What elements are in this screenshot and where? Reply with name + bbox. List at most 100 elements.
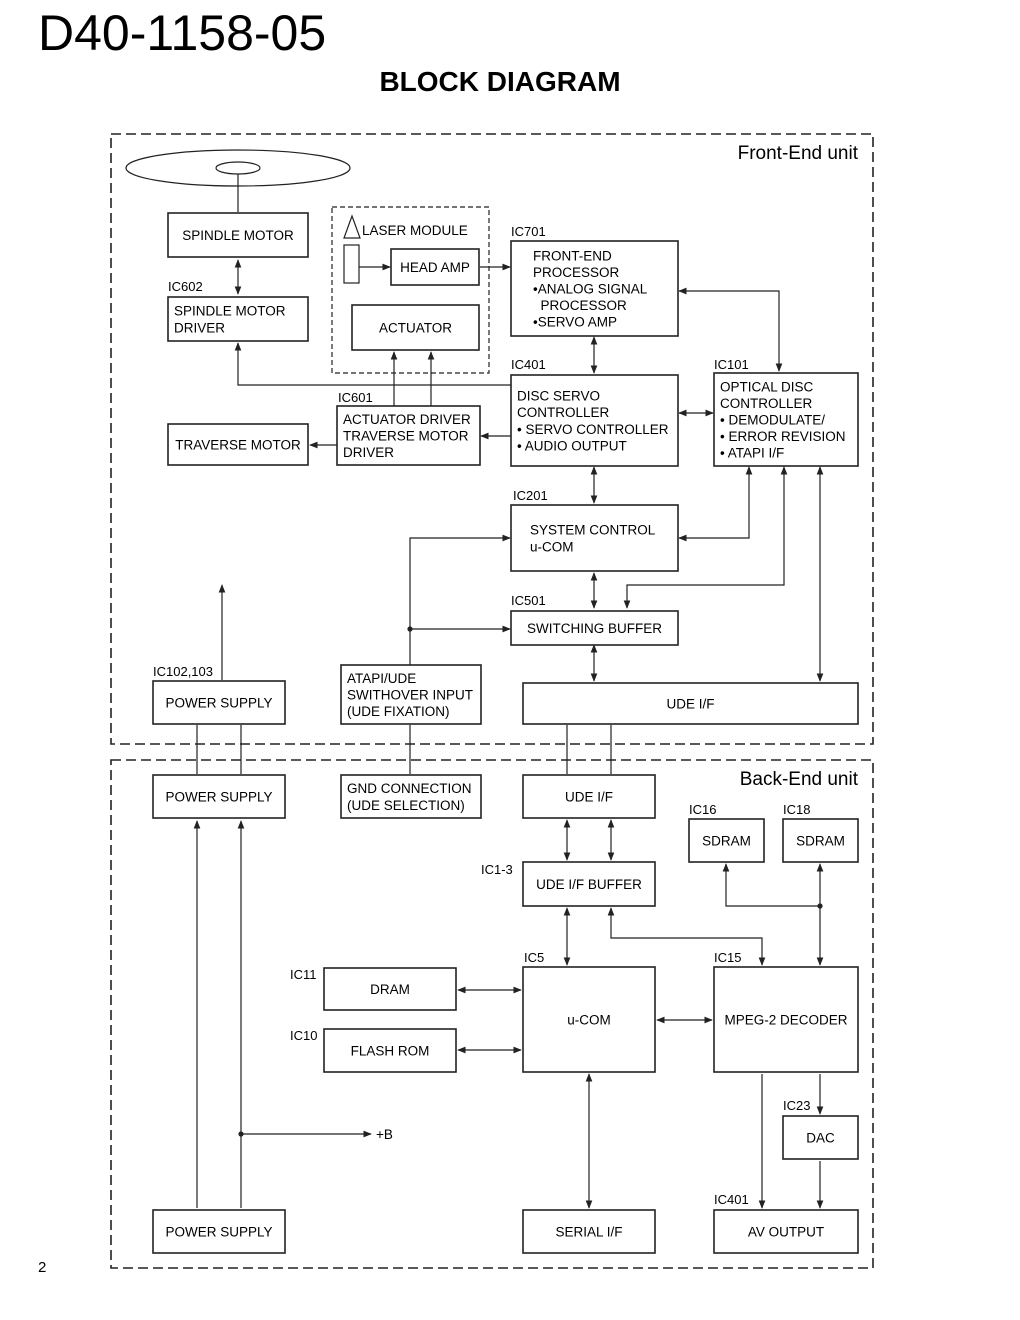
block-frame (522, 966, 656, 1073)
block-text: PROCESSOR (533, 265, 620, 280)
ic-label-ic16: IC16 (689, 802, 716, 817)
block-text: POWER SUPPLY (165, 696, 272, 711)
block-text: UDE I/F (666, 697, 714, 712)
ic-label-ic11: IC11 (290, 967, 317, 982)
block-frame (390, 248, 480, 286)
back-end-unit-label: Back-End unit (740, 769, 859, 790)
ic-label-ic101: IC101 (714, 357, 749, 372)
ic-label-ic401-be: IC401 (714, 1192, 749, 1207)
block-text: SDRAM (702, 834, 751, 849)
block-frame (340, 664, 482, 725)
block-text: UDE I/F (565, 790, 613, 805)
block-text: (UDE SELECTION) (347, 798, 465, 813)
block-text: SWITCHING BUFFER (527, 621, 662, 636)
block-frame (167, 212, 309, 258)
block-text: u-COM (530, 539, 574, 554)
block-text: • SERVO CONTROLLER (517, 422, 669, 437)
block-frame (522, 861, 656, 907)
block-ude-if-fe: UDE I/F (522, 682, 859, 725)
block-text: ACTUATOR DRIVER (343, 412, 471, 427)
block-text: POWER SUPPLY (165, 790, 272, 805)
block-head-amp: HEAD AMP (390, 248, 480, 286)
block-text: AV OUTPUT (748, 1225, 824, 1240)
block-frame (167, 423, 309, 466)
block-power-supply-bottom: POWER SUPPLY (152, 1209, 286, 1254)
block-text: CONTROLLER (517, 405, 610, 420)
ic-label-ic602: IC602 (168, 279, 203, 294)
block-frame (152, 680, 286, 725)
block-text: DRIVER (343, 445, 394, 460)
ic-label-ic1-3: IC1-3 (481, 862, 513, 877)
block-text: DISC SERVO (517, 389, 600, 404)
block-text: OPTICAL DISC (720, 379, 814, 394)
laser-module-group (331, 206, 490, 374)
block-frame (323, 967, 457, 1011)
block-frame (688, 818, 765, 863)
block-ude-if-buffer: UDE I/F BUFFER (522, 861, 656, 907)
ic-label-ic601: IC601 (338, 390, 373, 405)
block-text: POWER SUPPLY (165, 1225, 272, 1240)
block-frame (510, 610, 679, 646)
block-text: • ATAPI I/F (720, 446, 784, 461)
block-text: SPINDLE MOTOR (182, 228, 294, 243)
ic-label-ic102-103: IC102,103 (153, 664, 213, 679)
block-power-supply-be: POWER SUPPLY (152, 774, 286, 819)
block-text: ACTUATOR (379, 321, 452, 336)
block-text: SERIAL I/F (555, 1225, 622, 1240)
block-text: DRAM (370, 982, 410, 997)
block-dram: DRAM (323, 967, 457, 1011)
block-text: (UDE FIXATION) (347, 704, 450, 719)
block-text: MPEG-2 DECODER (724, 1013, 847, 1028)
block-text: • ERROR REVISION (720, 429, 846, 444)
block-frame (510, 240, 679, 337)
block-frame (713, 966, 859, 1073)
block-text: DAC (806, 1131, 835, 1146)
photodiode-icon (343, 244, 360, 284)
block-frame (510, 374, 679, 467)
block-dac: DAC (782, 1115, 859, 1160)
block-frame (510, 504, 679, 572)
block-ude-if-be: UDE I/F (522, 774, 656, 819)
ic-label-ic201: IC201 (513, 488, 548, 503)
block-text: HEAD AMP (400, 260, 470, 275)
block-text: •SERVO AMP (533, 315, 617, 330)
ic-label-ic701: IC701 (511, 224, 546, 239)
disc-hub-icon (215, 161, 261, 175)
block-text: • DEMODULATE/ (720, 413, 825, 428)
page-number: 2 (38, 1259, 46, 1276)
block-text: •ANALOG SIGNAL (533, 282, 648, 297)
block-frame (167, 296, 309, 342)
laser-triangle-icon (343, 214, 361, 239)
back-end-unit-frame (110, 759, 874, 1269)
block-text: SDRAM (796, 834, 845, 849)
block-text: DRIVER (174, 320, 225, 335)
block-av-output: AV OUTPUT (713, 1209, 859, 1254)
block-power-supply-fe: POWER SUPPLY (152, 680, 286, 725)
block-frame (713, 1209, 859, 1254)
block-frame (713, 372, 859, 467)
block-laser-module: LASER MODULE (362, 223, 468, 238)
block-frame (336, 405, 481, 466)
block-frame (152, 1209, 286, 1254)
block-text: FRONT-END (533, 248, 612, 263)
block-switching-buffer: SWITCHING BUFFER (510, 610, 679, 646)
ic-label-ic15: IC15 (714, 950, 741, 965)
block-text: SPINDLE MOTOR (174, 304, 286, 319)
block-text: SWITHOVER INPUT (347, 688, 473, 703)
block-text: UDE I/F BUFFER (536, 877, 642, 892)
block-frame (522, 1209, 656, 1254)
block-text: TRAVERSE MOTOR (175, 438, 301, 453)
block-flash-rom: FLASH ROM (323, 1028, 457, 1073)
ic-label-ic501: IC501 (511, 593, 546, 608)
block-text: TRAVERSE MOTOR (343, 429, 469, 444)
block-frame (351, 304, 480, 351)
block-text: PROCESSOR (533, 298, 627, 313)
